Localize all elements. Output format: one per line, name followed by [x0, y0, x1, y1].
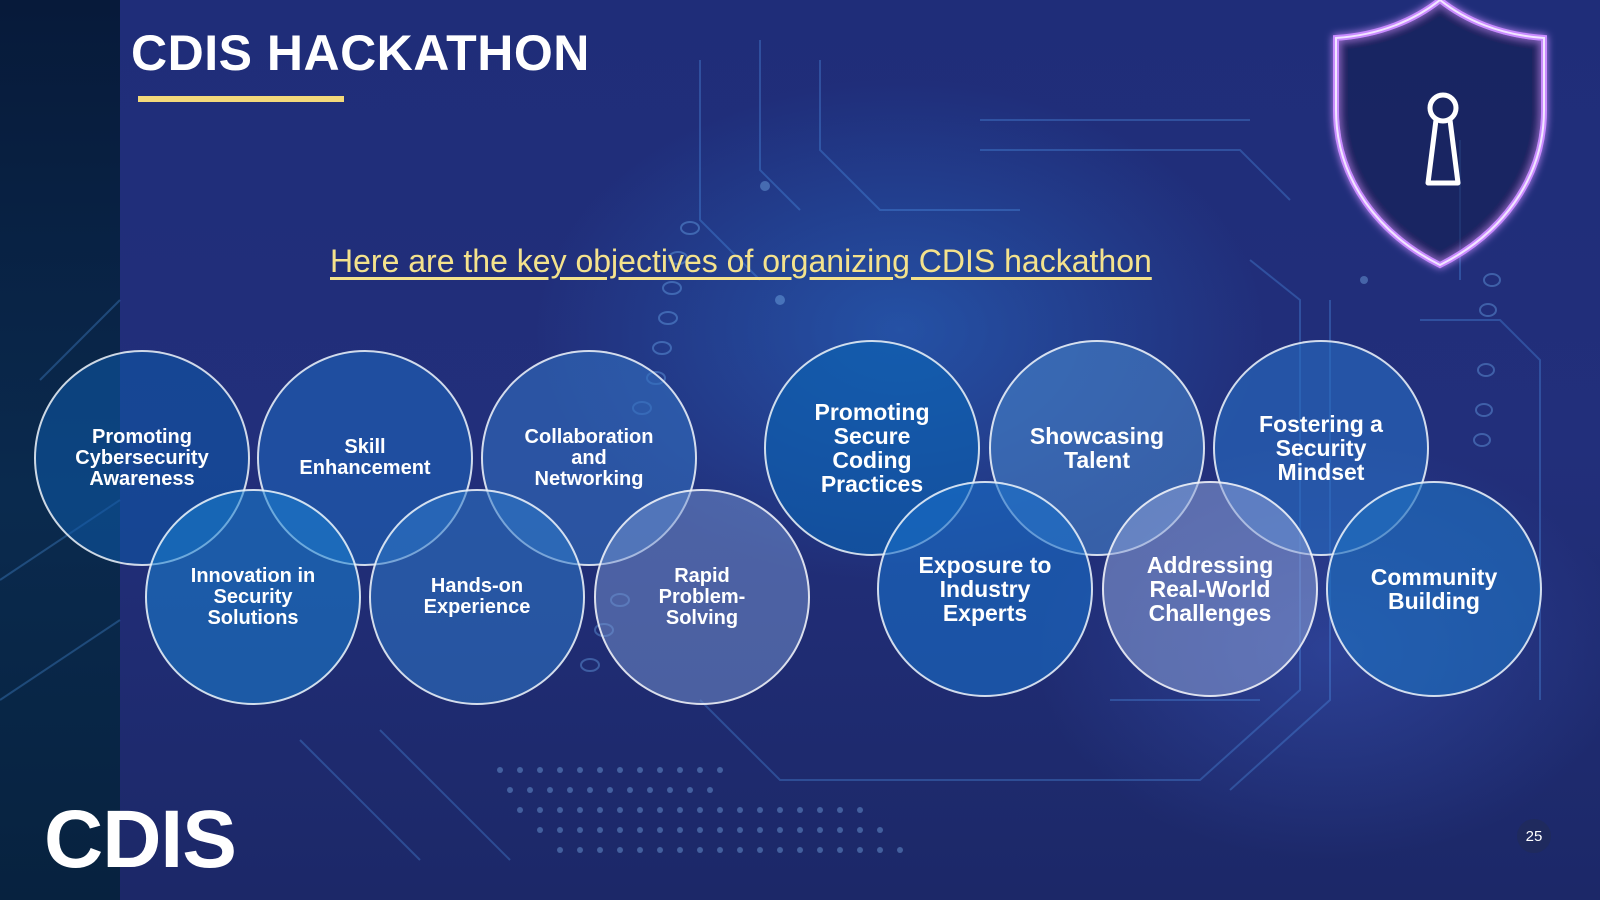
objective-label: Community Building	[1370, 563, 1498, 614]
objective-bubble: Innovation in Security Solutions	[145, 489, 361, 705]
objective-label: Innovation in Security Solutions	[190, 564, 316, 629]
objective-bubble: Hands-on Experience	[369, 489, 585, 705]
objective-label: Collaboration and Networking	[524, 425, 654, 490]
objective-label: Skill Enhancement	[299, 436, 431, 479]
objective-label: Rapid Problem-Solving	[658, 564, 746, 629]
objective-label: Addressing Real-World Challenges	[1146, 551, 1274, 627]
objective-bubble: Exposure to Industry Experts	[877, 481, 1093, 697]
objective-bubble: Community Building	[1326, 481, 1542, 697]
objective-label: Promoting Secure Coding Practices	[814, 398, 930, 498]
objective-bubble: Addressing Real-World Challenges	[1102, 481, 1318, 697]
objective-label: Exposure to Industry Experts	[918, 551, 1052, 627]
cdis-logo: CDIS	[44, 794, 237, 885]
objective-label: Showcasing Talent	[1029, 422, 1165, 473]
page-number: 25	[1517, 819, 1551, 853]
objective-label: Fostering a Security Mindset	[1259, 410, 1383, 486]
slide-subtitle: Here are the key objectives of organizin…	[330, 243, 1152, 279]
objective-bubble: Rapid Problem-Solving	[594, 489, 810, 705]
slide-title: CDIS HACKATHON	[131, 25, 590, 81]
objective-label: Hands-on Experience	[423, 575, 531, 618]
shield-lock-icon	[1333, 0, 1547, 269]
objective-label: Promoting Cybersecurity Awareness	[75, 425, 209, 490]
title-underline	[138, 96, 344, 102]
